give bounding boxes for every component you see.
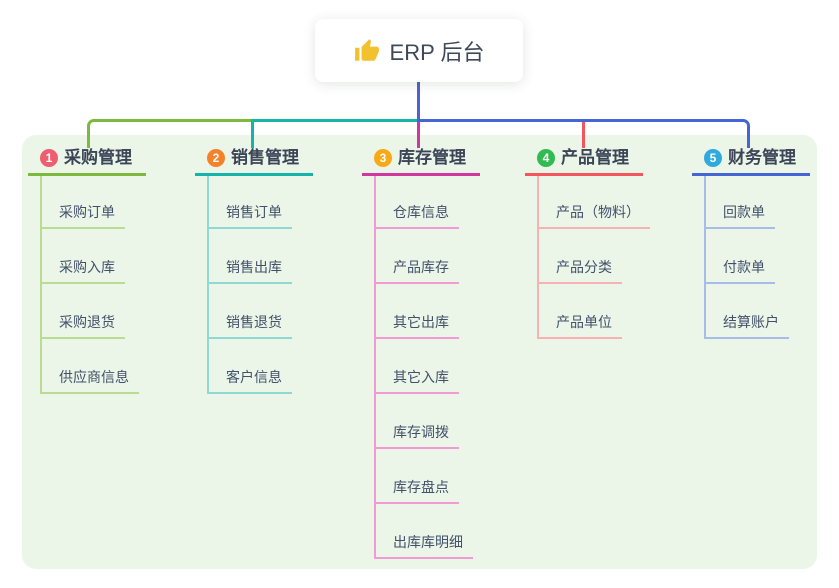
child-item[interactable]: 出库库明细 xyxy=(376,532,473,559)
child-item[interactable]: 产品单位 xyxy=(539,312,622,339)
child-item[interactable]: 采购入库 xyxy=(42,257,125,284)
child-item[interactable]: 产品（物料） xyxy=(539,202,650,229)
child-item[interactable]: 采购退货 xyxy=(42,312,125,339)
child-item[interactable]: 结算账户 xyxy=(706,312,789,339)
badge-3: 3 xyxy=(374,148,392,167)
badge-1: 1 xyxy=(40,148,58,167)
connector-purchase xyxy=(87,119,252,148)
child-item[interactable]: 付款单 xyxy=(706,257,775,284)
child-item[interactable]: 其它入库 xyxy=(376,367,459,394)
branch-sales-label: 销售管理 xyxy=(231,148,299,167)
child-item[interactable]: 采购订单 xyxy=(42,202,125,229)
child-item[interactable]: 销售出库 xyxy=(209,257,292,284)
child-item[interactable]: 销售订单 xyxy=(209,202,292,229)
child-item[interactable]: 销售退货 xyxy=(209,312,292,339)
root-label: ERP 后台 xyxy=(389,39,485,65)
branch-product-title[interactable]: 4 产品管理 xyxy=(525,147,643,176)
connector-inventory-drop xyxy=(417,122,420,148)
branches-background-panel xyxy=(22,135,817,569)
branch-finance: 5 财务管理 回款单 付款单 结算账户 xyxy=(692,147,810,339)
child-item[interactable]: 供应商信息 xyxy=(42,367,139,394)
root-connector-line xyxy=(417,82,420,120)
branch-product-label: 产品管理 xyxy=(561,148,629,167)
thumbs-up-icon xyxy=(354,38,380,64)
connector-finance xyxy=(417,119,750,148)
badge-4: 4 xyxy=(537,148,555,167)
branch-finance-children: 回款单 付款单 结算账户 xyxy=(704,176,810,339)
branch-purchase: 1 采购管理 采购订单 采购入库 采购退货 供应商信息 xyxy=(28,147,146,394)
root-node[interactable]: ERP 后台 xyxy=(315,19,523,82)
badge-2: 2 xyxy=(207,148,225,167)
branch-inventory-label: 库存管理 xyxy=(398,148,466,167)
child-item[interactable]: 产品分类 xyxy=(539,257,622,284)
child-item[interactable]: 回款单 xyxy=(706,202,775,229)
child-item[interactable]: 产品库存 xyxy=(376,257,459,284)
connector-sales-horizontal xyxy=(251,119,418,122)
badge-5: 5 xyxy=(704,148,722,167)
branch-purchase-title[interactable]: 1 采购管理 xyxy=(28,147,146,176)
branch-finance-label: 财务管理 xyxy=(728,148,796,167)
branch-product: 4 产品管理 产品（物料） 产品分类 产品单位 xyxy=(525,147,650,339)
branch-purchase-label: 采购管理 xyxy=(64,148,132,167)
child-item[interactable]: 库存盘点 xyxy=(376,477,459,504)
branch-sales: 2 销售管理 销售订单 销售出库 销售退货 客户信息 xyxy=(195,147,313,394)
branch-purchase-children: 采购订单 采购入库 采购退货 供应商信息 xyxy=(40,176,146,394)
branch-product-children: 产品（物料） 产品分类 产品单位 xyxy=(537,176,650,339)
connector-sales-drop xyxy=(251,121,254,148)
child-item[interactable]: 其它出库 xyxy=(376,312,459,339)
branch-inventory-children: 仓库信息 产品库存 其它出库 其它入库 库存调拨 库存盘点 出库库明细 xyxy=(374,176,480,559)
child-item[interactable]: 仓库信息 xyxy=(376,202,459,229)
branch-finance-title[interactable]: 5 财务管理 xyxy=(692,147,810,176)
connector-product-drop xyxy=(582,122,585,148)
branch-sales-children: 销售订单 销售出库 销售退货 客户信息 xyxy=(207,176,313,394)
branch-sales-title[interactable]: 2 销售管理 xyxy=(195,147,313,176)
child-item[interactable]: 库存调拨 xyxy=(376,422,459,449)
branch-inventory-title[interactable]: 3 库存管理 xyxy=(362,147,480,176)
branch-inventory: 3 库存管理 仓库信息 产品库存 其它出库 其它入库 库存调拨 库存盘点 出库库… xyxy=(362,147,480,559)
child-item[interactable]: 客户信息 xyxy=(209,367,292,394)
